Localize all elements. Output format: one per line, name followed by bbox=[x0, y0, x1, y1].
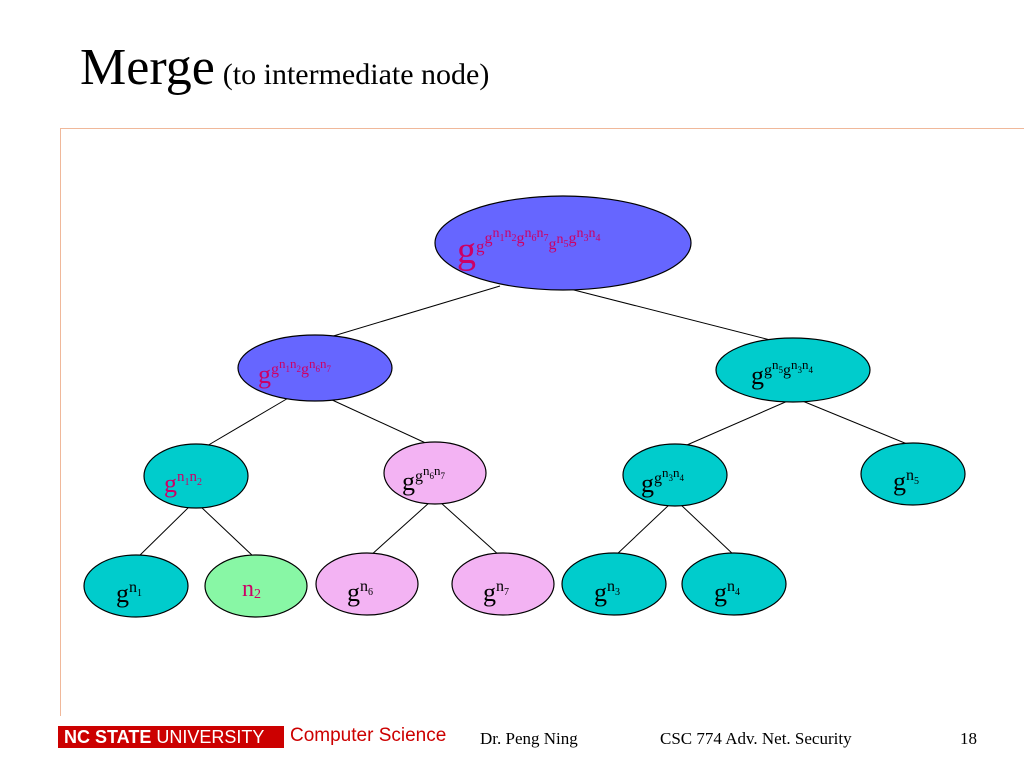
title-main: Merge bbox=[80, 39, 215, 96]
slide-footer: NC STATE UNIVERSITY Computer Science Dr.… bbox=[0, 724, 1024, 756]
edge-n3n4-leaf-n3 bbox=[614, 503, 671, 557]
leaf-n6-label: gn6 bbox=[347, 578, 373, 607]
ncsu-logo: NC STATE UNIVERSITY bbox=[58, 726, 284, 748]
leaf-n7: gn7 bbox=[451, 552, 555, 616]
leaf-n2-label: n2 bbox=[242, 576, 261, 602]
node-n6n7-label: ggn6n7 bbox=[402, 463, 446, 496]
leaf-n1: gn1 bbox=[83, 554, 189, 618]
title-subtitle: (to intermediate node) bbox=[222, 58, 490, 91]
node-left-mid-label: ggn1n2gn6n7 bbox=[258, 356, 332, 389]
leaf-n7-shape bbox=[451, 552, 555, 616]
node-root: gggn1n2gn6n7gn5gn3n4 bbox=[434, 195, 692, 291]
node-n5: gn5 bbox=[860, 442, 966, 506]
edge-left-mid-n6n7 bbox=[329, 398, 431, 446]
edge-left-mid-n1n2 bbox=[199, 396, 291, 451]
logo-light-text: UNIVERSITY bbox=[151, 727, 265, 747]
leaf-n6-shape bbox=[315, 552, 419, 616]
leaf-n2-shape bbox=[204, 554, 308, 618]
node-right-mid-label: ggn5gn3n4 bbox=[751, 357, 814, 390]
leaf-n6: gn6 bbox=[315, 552, 419, 616]
node-root-label: gggn1n2gn6n7gn5gn3n4 bbox=[457, 226, 601, 272]
edge-n3n4-leaf-n4 bbox=[679, 503, 736, 557]
leaf-n4: gn4 bbox=[681, 552, 787, 616]
edge-root-left-mid bbox=[319, 285, 501, 341]
leaf-n1-label: gn1 bbox=[116, 579, 142, 608]
node-n3n4-shape bbox=[622, 443, 728, 507]
edge-n6n7-leaf-n6 bbox=[369, 501, 431, 557]
edge-n6n7-leaf-n7 bbox=[439, 501, 501, 557]
leaf-n4-shape bbox=[681, 552, 787, 616]
edge-root-right-mid bbox=[569, 288, 791, 346]
node-root-shape bbox=[434, 195, 692, 291]
department-label: Computer Science bbox=[290, 725, 447, 746]
node-n6n7: ggn6n7 bbox=[383, 441, 487, 505]
course-label: CSC 774 Adv. Net. Security bbox=[660, 729, 852, 748]
leaf-n3-shape bbox=[561, 552, 667, 616]
leaf-n4-label: gn4 bbox=[714, 578, 740, 607]
node-n1n2-shape bbox=[143, 443, 249, 509]
leaf-n7-label: gn7 bbox=[483, 578, 509, 607]
leaf-n3: gn3 bbox=[561, 552, 667, 616]
edge-right-mid-n5 bbox=[799, 399, 913, 447]
leaf-n2: n2 bbox=[204, 554, 308, 618]
leaf-n1-shape bbox=[83, 554, 189, 618]
node-right-mid-shape bbox=[715, 337, 871, 403]
author-label: Dr. Peng Ning bbox=[480, 729, 578, 748]
node-n1n2-label: gn1n2 bbox=[164, 469, 202, 498]
slide-title: Merge(to intermediate node) bbox=[80, 38, 489, 97]
node-n5-shape bbox=[860, 442, 966, 506]
node-n1n2: gn1n2 bbox=[143, 443, 249, 509]
page-number: 18 bbox=[960, 729, 977, 748]
logo-bold-text: NC STATE bbox=[64, 727, 152, 747]
edge-right-mid-n3n4 bbox=[679, 399, 791, 449]
left-rule bbox=[60, 128, 61, 716]
node-n5-label: gn5 bbox=[893, 467, 919, 496]
edge-n1n2-leaf-n2 bbox=[199, 505, 256, 559]
node-left-mid: ggn1n2gn6n7 bbox=[237, 334, 393, 402]
node-n6n7-shape bbox=[383, 441, 487, 505]
leaf-n3-label: gn3 bbox=[594, 578, 620, 607]
node-n3n4: ggn3n4 bbox=[622, 443, 728, 507]
node-n3n4-label: ggn3n4 bbox=[641, 465, 685, 498]
edge-n1n2-leaf-n1 bbox=[134, 505, 191, 561]
node-left-mid-shape bbox=[237, 334, 393, 402]
top-rule bbox=[60, 128, 1024, 129]
node-right-mid: ggn5gn3n4 bbox=[715, 337, 871, 403]
